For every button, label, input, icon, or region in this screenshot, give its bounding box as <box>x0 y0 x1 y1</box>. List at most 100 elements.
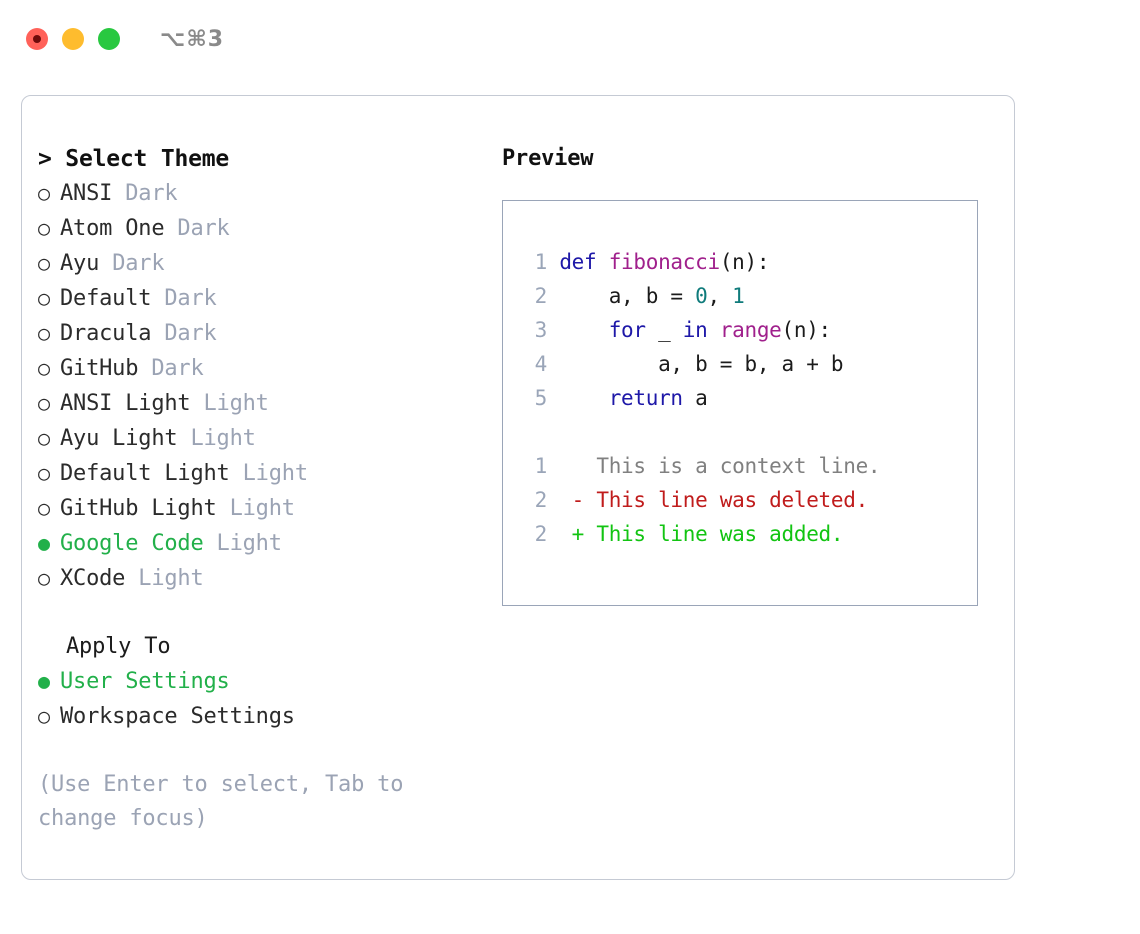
radio-selected-icon[interactable]: ● <box>38 669 50 693</box>
radio-unselected-icon[interactable]: ○ <box>38 356 50 380</box>
theme-list-item[interactable]: ○ ANSI Dark <box>38 176 478 211</box>
spacer <box>177 422 190 456</box>
theme-name: ANSI Light <box>60 391 191 416</box>
spacer <box>138 352 151 386</box>
code-token: (n): <box>719 250 770 274</box>
code-token: 1 <box>732 284 745 308</box>
line-number: 3 <box>534 318 548 342</box>
theme-list-item[interactable]: ○Ayu Dark <box>38 246 478 281</box>
radio-unselected-icon[interactable]: ○ <box>38 321 50 345</box>
theme-variant-tag: Light <box>138 566 204 591</box>
spacer <box>230 457 243 491</box>
line-number: 1 <box>534 454 548 478</box>
spacer <box>190 387 203 421</box>
theme-name: Ayu <box>60 251 100 276</box>
line-number: 2 <box>534 522 548 546</box>
theme-name: Default Light <box>60 461 230 486</box>
radio-unselected-icon[interactable]: ○ <box>38 181 50 205</box>
code-token: a <box>682 386 708 410</box>
theme-variant-tag: Light <box>203 391 269 416</box>
keyboard-hint-text: (Use Enter to select, Tab to change focu… <box>38 772 404 831</box>
code-diff-gap <box>521 415 977 449</box>
theme-list-item[interactable]: ○ GitHub Light Light <box>38 491 478 526</box>
radio-unselected-icon[interactable]: ○ <box>38 426 50 450</box>
code-line: 2 a, b = 0, 1 <box>521 279 977 313</box>
code-token <box>547 250 559 274</box>
radio-selected-icon[interactable]: ● <box>38 531 50 555</box>
diff-line: 2 + This line was added. <box>521 517 977 551</box>
code-token: fibonacci <box>608 250 720 274</box>
spacer <box>151 317 164 351</box>
select-theme-heading: > Select Theme <box>38 146 230 172</box>
apply-to-option[interactable]: ● User Settings <box>38 664 478 699</box>
theme-list[interactable]: ○ANSI Dark○Atom One Dark○Ayu Dark○Defaul… <box>38 176 478 596</box>
theme-name: Dracula <box>60 321 152 346</box>
apply-to-option[interactable]: ○ Workspace Settings <box>38 699 478 734</box>
apply-to-list[interactable]: ● User Settings ○ Workspace Settings <box>38 664 478 734</box>
main-panel: > Select Theme ○ANSI Dark○Atom One Dark○… <box>21 95 1015 880</box>
theme-list-item[interactable]: ○Dracula Dark <box>38 316 478 351</box>
radio-unselected-icon[interactable]: ○ <box>38 566 50 590</box>
theme-list-item[interactable]: ○Ayu Light Light <box>38 421 478 456</box>
radio-unselected-icon[interactable]: ○ <box>38 704 50 728</box>
radio-unselected-icon[interactable]: ○ <box>38 391 50 415</box>
theme-list-item[interactable]: ●Google Code Light <box>38 526 478 561</box>
minimize-button[interactable] <box>62 28 84 50</box>
radio-unselected-icon[interactable]: ○ <box>38 496 50 520</box>
diff-line: 2 - This line was deleted. <box>521 483 977 517</box>
code-token <box>547 386 609 410</box>
theme-name: GitHub Light <box>60 496 217 521</box>
theme-list-item[interactable]: ○ Default Light Light <box>38 456 478 491</box>
theme-variant-tag: Light <box>242 461 308 486</box>
spacer <box>99 247 112 281</box>
theme-list-item[interactable]: ○ XCode Light <box>38 561 478 596</box>
window-controls <box>26 28 120 50</box>
code-token: , <box>707 284 733 308</box>
theme-list-item[interactable]: ○Atom One Dark <box>38 211 478 246</box>
code-line: 4 a, b = b, a + b <box>521 347 977 381</box>
spacer <box>151 282 164 316</box>
theme-list-item[interactable]: ○GitHub Dark <box>38 351 478 386</box>
theme-variant-tag: Dark <box>151 356 204 381</box>
code-line: 3 for _ in range(n): <box>521 313 977 347</box>
theme-name: XCode <box>60 566 126 591</box>
code-token: return <box>608 386 683 410</box>
spacer <box>112 177 125 211</box>
theme-variant-tag: Light <box>190 426 256 451</box>
apply-to-label: Workspace Settings <box>60 704 295 729</box>
radio-unselected-icon[interactable]: ○ <box>38 461 50 485</box>
code-token <box>547 318 609 342</box>
spacer <box>125 562 138 596</box>
list-spacer <box>38 596 478 630</box>
preview-column: Preview 1 def fibonacci(n):2 a, b = 0, 1… <box>502 142 992 606</box>
spacer <box>204 527 217 561</box>
radio-unselected-icon[interactable]: ○ <box>38 251 50 275</box>
apply-to-label: User Settings <box>60 669 230 694</box>
line-number: 5 <box>534 386 548 410</box>
theme-list-item[interactable]: ○ ANSI Light Light <box>38 386 478 421</box>
keyboard-shortcut-label: ⌥⌘3 <box>160 26 225 52</box>
code-token: range <box>719 318 782 342</box>
theme-variant-tag: Light <box>229 496 295 521</box>
recording-indicator-icon <box>33 35 41 43</box>
theme-list-item[interactable]: ○Default Dark <box>38 281 478 316</box>
code-token: (n): <box>781 318 832 342</box>
theme-selector-column: > Select Theme ○ANSI Dark○Atom One Dark○… <box>38 142 478 836</box>
theme-variant-tag: Light <box>216 531 282 556</box>
line-number: 1 <box>534 250 548 274</box>
spacer <box>164 212 177 246</box>
maximize-button[interactable] <box>98 28 120 50</box>
code-token: a, b = <box>547 284 696 308</box>
close-button[interactable] <box>26 28 48 50</box>
code-token <box>596 250 608 274</box>
diff-text: This line was deleted. <box>596 488 868 512</box>
code-token: _ <box>645 318 683 342</box>
theme-name: Default <box>60 286 152 311</box>
theme-variant-tag: Dark <box>125 181 178 206</box>
diff-text: This line was added. <box>596 522 844 546</box>
radio-unselected-icon[interactable]: ○ <box>38 286 50 310</box>
diff-text: This is a context line. <box>596 454 881 478</box>
theme-name: ANSI <box>60 181 113 206</box>
radio-unselected-icon[interactable]: ○ <box>38 216 50 240</box>
